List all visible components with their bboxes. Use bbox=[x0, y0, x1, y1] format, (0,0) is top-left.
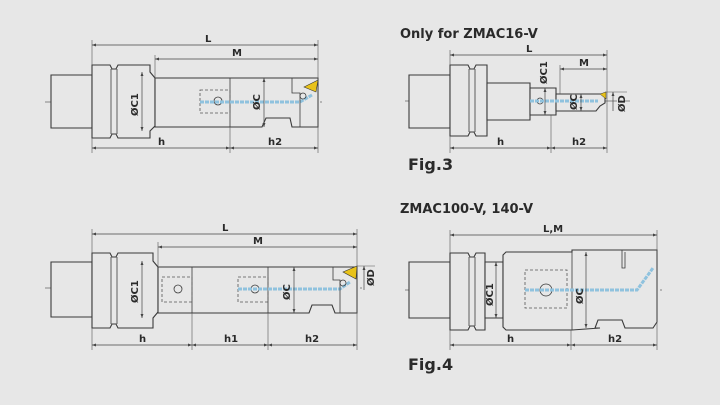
dim-D: ØD bbox=[365, 269, 377, 286]
dim-h2: h2 bbox=[608, 334, 622, 345]
dim-LM: L,M bbox=[543, 224, 563, 235]
dim-h: h bbox=[507, 334, 514, 345]
flange bbox=[449, 64, 488, 137]
dim-C1: ØC1 bbox=[129, 280, 141, 303]
dim-h2: h2 bbox=[268, 137, 282, 148]
fig3-title: Only for ZMAC16-V bbox=[400, 27, 538, 42]
dim-L: L bbox=[526, 44, 533, 55]
cutting-insert-icon bbox=[599, 91, 607, 100]
fig3-caption: Fig.3 bbox=[408, 155, 453, 174]
dim-h: h bbox=[158, 137, 165, 148]
fig4-title: ZMAC100-V, 140-V bbox=[400, 202, 533, 217]
dim-L: L bbox=[222, 223, 229, 234]
dim-M: M bbox=[253, 236, 263, 247]
dim-C: ØC bbox=[574, 288, 586, 304]
dim-C1: ØC1 bbox=[484, 283, 496, 306]
flange bbox=[91, 252, 159, 329]
fig4-caption: Fig.4 bbox=[408, 355, 453, 374]
dim-C1: ØC1 bbox=[538, 61, 550, 84]
flange bbox=[91, 64, 156, 139]
boring-bar-drawing-fig1: L M h h2 ØC1 ØC bbox=[45, 34, 325, 153]
boring-bar-drawing-fig4: ZMAC100-V, 140-V L,M h h2 ØC1 ØC Fig.4 bbox=[400, 202, 662, 374]
dim-C1: ØC1 bbox=[129, 93, 141, 116]
dim-D: ØD bbox=[616, 95, 628, 112]
dim-C: ØC bbox=[251, 94, 263, 110]
coolant-channel bbox=[525, 267, 655, 292]
dim-C: ØC bbox=[568, 94, 580, 110]
dim-L: L bbox=[205, 34, 212, 45]
taper-shank bbox=[408, 74, 451, 129]
dim-C: ØC bbox=[281, 284, 293, 300]
dim-h: h bbox=[139, 334, 146, 345]
taper-shank bbox=[408, 261, 451, 319]
dim-h: h bbox=[497, 137, 504, 148]
dim-M: M bbox=[579, 58, 589, 69]
neck bbox=[486, 82, 531, 121]
dim-h1: h1 bbox=[224, 334, 238, 345]
taper-shank bbox=[50, 261, 93, 318]
dim-M: M bbox=[232, 48, 242, 59]
taper-shank bbox=[50, 74, 93, 129]
dim-h2: h2 bbox=[572, 137, 586, 148]
boring-bar-drawing-fig3: Only for ZMAC16-V L M h h2 ØC1 ØC ØD Fig… bbox=[400, 27, 630, 174]
cutting-insert-icon bbox=[342, 265, 358, 280]
dim-h2: h2 bbox=[305, 334, 319, 345]
cutting-insert-icon bbox=[303, 79, 319, 93]
boring-bar-drawing-fig2: L M h h1 h2 ØC1 ØC ØD bbox=[45, 223, 377, 350]
flange bbox=[449, 252, 486, 331]
shank-body bbox=[157, 266, 358, 314]
